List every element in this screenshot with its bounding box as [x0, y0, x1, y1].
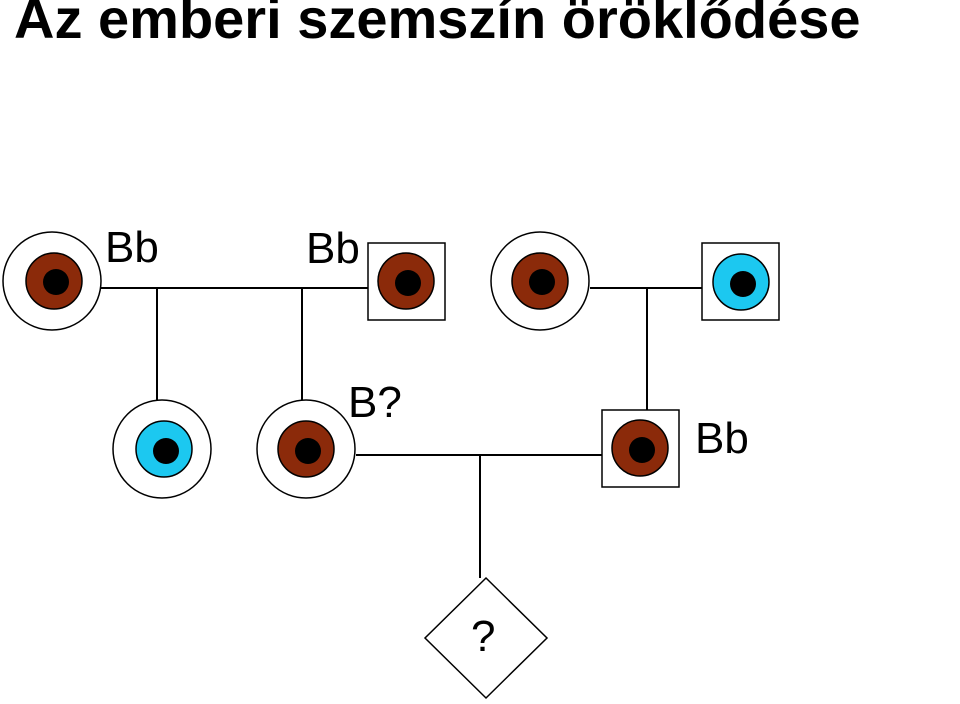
- pupil: [730, 271, 756, 297]
- page-title: Az emberi szemszín öröklődése: [14, 0, 861, 50]
- genotype-label-gen2-brown-daughter: B?: [348, 378, 402, 427]
- pupil: [295, 438, 321, 464]
- genotype-label-gen2-son: Bb: [695, 414, 749, 463]
- genotype-label-gen3-child: ?: [471, 612, 495, 661]
- pupil: [629, 437, 655, 463]
- pupil: [529, 269, 555, 295]
- male-symbol-gen1-right: [701, 242, 780, 321]
- unknown-sex-symbol-gen3: [423, 576, 549, 700]
- pedigree-lines: [101, 287, 702, 578]
- male-symbol-gen2: [601, 409, 680, 488]
- female-symbol-gen1-right: [490, 231, 590, 331]
- male-symbol-gen1-left: [367, 242, 446, 321]
- pupil: [43, 269, 69, 295]
- genotype-label-gen1-mother-left: Bb: [105, 223, 159, 272]
- genotype-label-gen1-father-left: Bb: [306, 224, 360, 273]
- diamond-shape: [423, 576, 549, 700]
- female-symbol-gen2-blue: [112, 399, 212, 499]
- female-symbol-gen1-left: [2, 231, 102, 331]
- female-symbol-gen2-brown: [256, 399, 356, 499]
- pupil: [153, 438, 179, 464]
- pupil: [395, 270, 421, 296]
